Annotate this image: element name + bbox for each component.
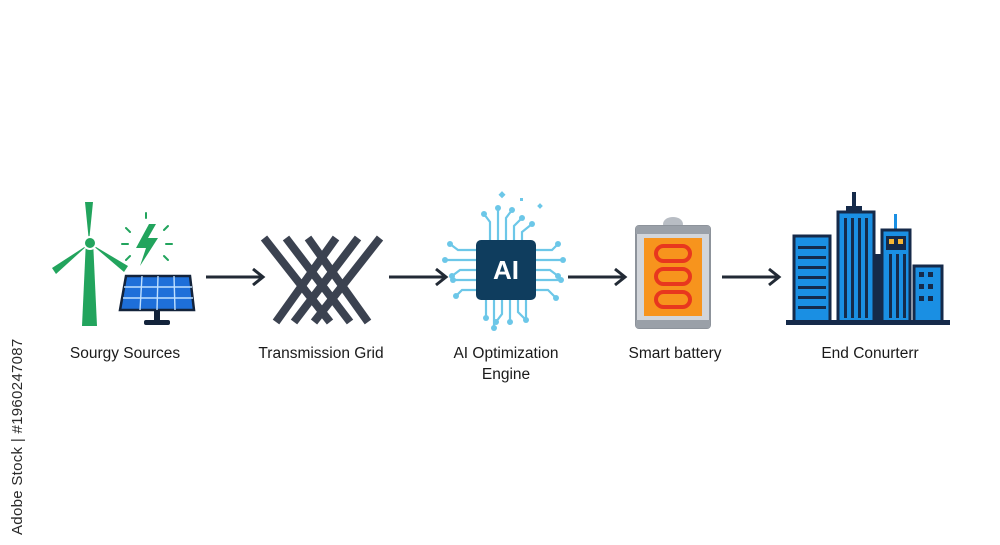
- wind-solar-icon: [52, 202, 196, 326]
- flow-arrow-2: [389, 267, 449, 287]
- stage-label-ai-line1: AI Optimization: [453, 345, 559, 362]
- stage-label-end-consumer: End Conurterr: [821, 345, 919, 362]
- stage-label-ai-engine: AI Optimization Engine: [426, 343, 586, 385]
- flow-arrow-1: [206, 267, 266, 287]
- flow-arrow-3: [568, 267, 628, 287]
- battery-icon: [635, 217, 711, 329]
- transmission-grid-icon: [260, 235, 384, 325]
- flow-arrow-4: [722, 267, 782, 287]
- stage-label-ai-line2: Engine: [481, 366, 531, 383]
- stock-credit-text: Adobe Stock | #1960247087: [9, 338, 26, 535]
- stage-label-sources: Sourgy Sources: [69, 345, 181, 362]
- ai-chip-icon: AI: [442, 191, 566, 331]
- stage-label-smart-battery: Smart battery: [628, 345, 722, 362]
- city-skyline-icon: [786, 192, 950, 325]
- ai-chip-text: AI: [493, 255, 519, 285]
- stage-label-transmission-grid: Transmission Grid: [258, 345, 384, 362]
